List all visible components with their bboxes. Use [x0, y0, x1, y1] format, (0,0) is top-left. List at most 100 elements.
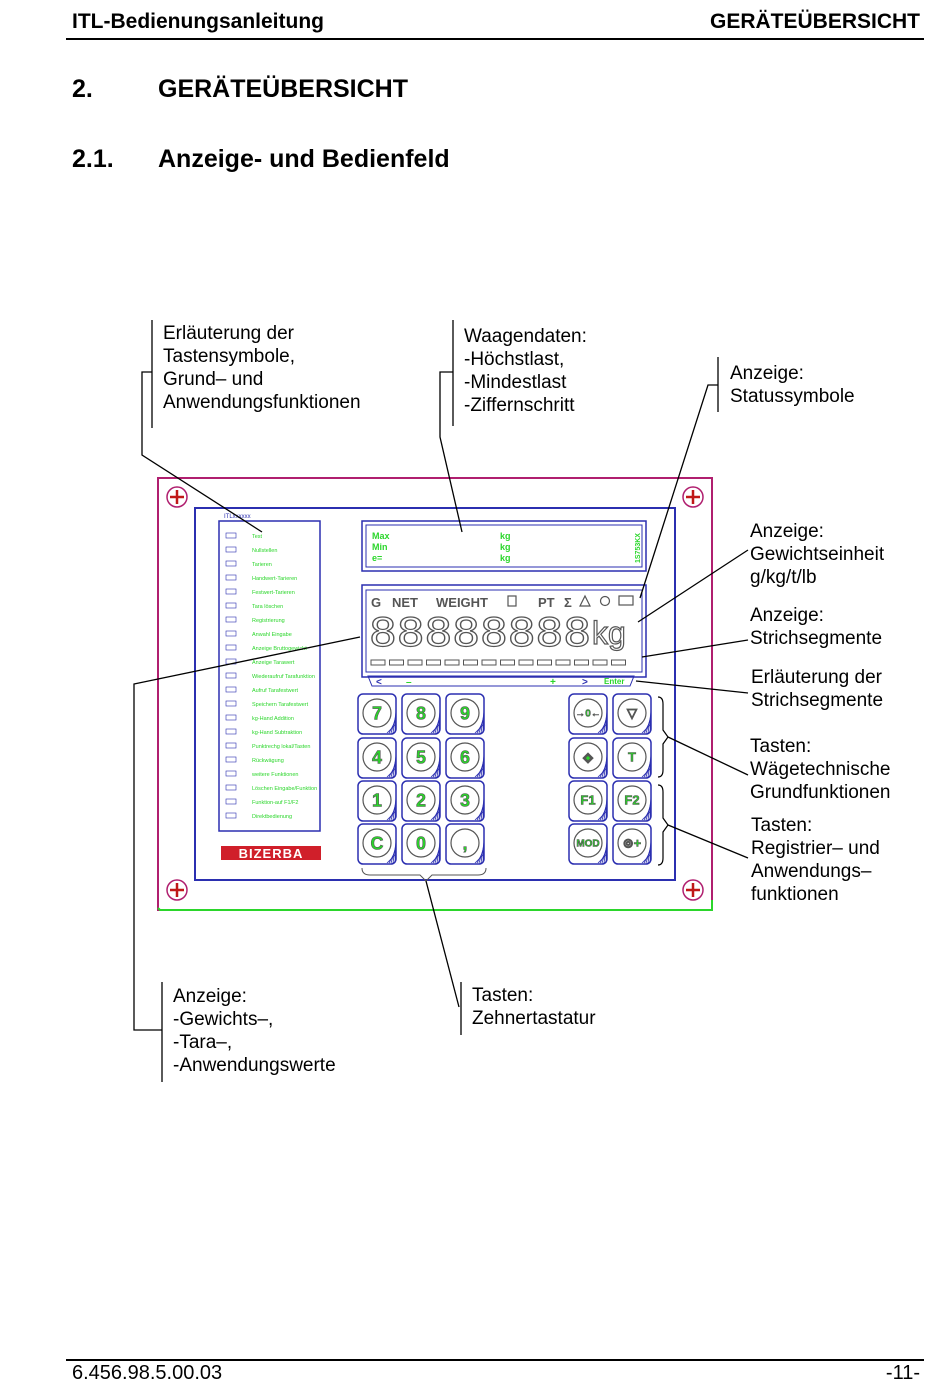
overlay-legend-item: Handwert-Tarieren	[252, 576, 297, 582]
overlay-legend-symbol	[225, 770, 237, 777]
overlay-legend-item: Tarieren	[252, 562, 272, 568]
callout-line: Waagendaten:	[464, 326, 587, 347]
key-button[interactable]: 8	[401, 693, 441, 735]
weight-digits: 88888888	[369, 611, 591, 656]
bar-segment	[444, 659, 460, 666]
bar-legend-minus: –	[406, 677, 412, 688]
bar-segment	[537, 659, 552, 666]
key-label: ⊚+	[623, 836, 642, 851]
callout-bar-segments-explanation: Erläuterung der Strichsegmente	[751, 666, 883, 712]
callout-key-symbols: Erläuterung der Tastensymbole, Grund– un…	[163, 322, 361, 414]
key-label: T	[628, 750, 636, 765]
key-button[interactable]: ⊚+	[612, 823, 652, 865]
key-button[interactable]: 0	[401, 823, 441, 865]
plate-row-label: e=	[372, 553, 382, 563]
overlay-legend-item: Tara löschen	[252, 604, 283, 610]
key-button[interactable]: 6	[445, 737, 485, 779]
plate-row-label: Max	[372, 531, 390, 541]
key-button[interactable]: ◈	[568, 737, 608, 779]
callout-line: Tasten:	[750, 736, 812, 757]
overlay-legend-symbol	[225, 672, 237, 679]
callout-line: Anzeige:	[750, 521, 824, 542]
header-rule	[66, 38, 924, 40]
callout-line: Erläuterung der	[163, 323, 294, 344]
footer-document-number: 6.456.98.5.00.03	[72, 1362, 223, 1384]
key-label: 6	[460, 747, 470, 767]
overlay-legend-symbol	[225, 742, 237, 749]
callout-line: Tasten:	[751, 815, 813, 836]
key-label: 0	[416, 833, 426, 853]
screw-icon	[682, 879, 704, 901]
overlay-legend-symbol	[225, 532, 237, 539]
key-button[interactable]: →0←	[568, 693, 608, 735]
bar-legend-plus: +	[550, 677, 556, 688]
key-button[interactable]: T	[612, 737, 652, 779]
callout-weight-unit: Anzeige: Gewichtseinheit g/kg/t/lb	[750, 520, 884, 589]
key-button[interactable]: 4	[357, 737, 397, 779]
key-label: 9	[460, 703, 470, 723]
status-symbol-gross: G	[371, 595, 381, 610]
section-title: GERÄTEÜBERSICHT	[158, 75, 409, 103]
data-plate	[361, 520, 647, 572]
bar-segment	[389, 659, 404, 666]
callout-weighing-keys: Tasten: Wägetechnische Grundfunktionen	[750, 735, 891, 804]
callout-line: -Höchstlast,	[464, 349, 565, 370]
overlay-legend-item: Direktbedienung	[252, 814, 292, 820]
overlay-legend-symbol	[225, 560, 237, 567]
overlay-legend-item: weitere Funktionen	[251, 772, 298, 778]
bar-segment	[370, 659, 386, 666]
overlay-legend-symbol	[225, 700, 237, 707]
callout-line: Statussymbole	[730, 386, 855, 407]
header-document-title: ITL-Bedienungsanleitung	[72, 10, 324, 33]
key-button[interactable]: 1	[357, 780, 397, 822]
key-label: →0←	[575, 709, 601, 720]
bar-segment	[463, 659, 478, 666]
key-label: ▽	[626, 706, 638, 721]
zero-icon	[599, 595, 611, 607]
key-label: 1	[372, 790, 382, 810]
overlay-legend-item: Registrierung	[252, 618, 285, 624]
display-window	[361, 584, 647, 678]
key-button[interactable]: F1	[568, 780, 608, 822]
status-symbol-net: NET	[392, 595, 418, 610]
key-button[interactable]: C	[357, 823, 397, 865]
overlay-legend-item: kg-Hand Subtraktion	[252, 730, 302, 736]
callout-line: -Ziffernschritt	[464, 395, 575, 416]
key-button[interactable]: ▽	[612, 693, 652, 735]
overlay-legend-item: Anzeige Tarawert	[252, 660, 295, 666]
overlay-legend-item: Nullstellen	[252, 548, 277, 554]
inner-panel	[194, 507, 676, 881]
screw-icon	[166, 486, 188, 508]
key-button[interactable]: 2	[401, 780, 441, 822]
overlay-legend-item: Aufruf Tarafestwert	[252, 688, 299, 694]
overlay-legend-symbol	[225, 546, 237, 553]
key-button[interactable]: 9	[445, 693, 485, 735]
key-button[interactable]: MOD	[568, 823, 608, 865]
overlay-legend-symbol	[225, 644, 237, 651]
key-label: 8	[416, 703, 426, 723]
callout-line: Wägetechnische	[750, 759, 891, 780]
key-button[interactable]: ,	[445, 823, 485, 865]
callout-line: Anwendungsfunktionen	[163, 392, 361, 413]
callout-line: -Tara–,	[173, 1032, 233, 1053]
key-button[interactable]: 7	[357, 693, 397, 735]
overlay-legend-item: Rückwägung	[252, 758, 284, 764]
key-label: MOD	[576, 839, 599, 850]
callout-line: Anzeige:	[750, 605, 824, 626]
bar-segment	[518, 659, 534, 666]
overlay-legend-symbol	[225, 784, 237, 791]
key-label: 4	[372, 747, 382, 767]
bar-right-arrow: >	[582, 677, 588, 688]
callout-line: Gewichtseinheit	[750, 544, 885, 565]
bar-segment	[407, 659, 423, 666]
status-symbol-weight: WEIGHT	[436, 595, 488, 610]
overlay-legend-item: Löschen Eingabe/Funktion	[252, 786, 317, 792]
key-button[interactable]: 3	[445, 780, 485, 822]
overlay-legend-symbol	[225, 756, 237, 763]
bar-segment	[481, 659, 497, 666]
key-button[interactable]: 5	[401, 737, 441, 779]
overlay-legend-symbol	[225, 616, 237, 623]
status-symbol-sum: Σ	[564, 595, 572, 610]
key-button[interactable]: F2	[612, 780, 652, 822]
plate-row-label: Min	[372, 542, 388, 552]
